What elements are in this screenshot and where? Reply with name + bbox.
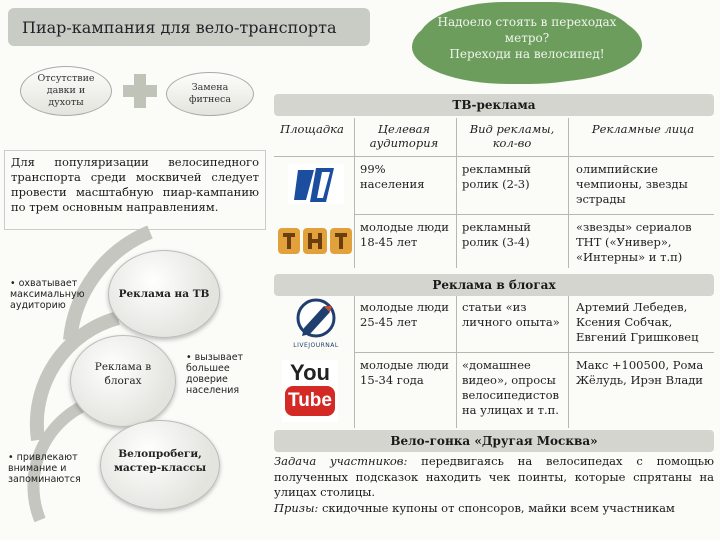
blog-ad-note: • вызывает большее доверие населения — [186, 352, 244, 396]
benefit-oval-no-crowd: Отсутствие давки и духоты — [20, 66, 112, 116]
benefit-oval-no-crowd-label: Отсутствие давки и духоты — [37, 73, 95, 108]
race-task-label: Задача участников: — [274, 454, 408, 468]
description-text: Для популяризации велосипедного транспор… — [4, 150, 266, 230]
tv-row-2-faces: «звезды» сериалов ТНТ («Универ», «Интерн… — [576, 220, 692, 264]
column-header-faces: Рекламные лица — [591, 122, 695, 136]
race-prize-text: скидочные купоны от спонсоров, майки все… — [318, 500, 675, 515]
grid-line — [354, 214, 714, 215]
tv-ad-note: • охватывает максимальную аудиторию — [10, 278, 85, 311]
tv-row-1-audience: 99% населения — [360, 162, 425, 191]
benefit-oval-fitness-label: Замена фитнеса — [189, 82, 231, 105]
tv-ad-circle: Реклама на ТВ — [108, 250, 220, 338]
grid-line — [456, 118, 457, 268]
race-description: Задача участников: передвигаясь на велос… — [274, 454, 714, 534]
grid-line — [456, 296, 457, 428]
blog-row-1-ad-type: статьи «из личного опыта» — [462, 300, 560, 329]
livejournal-logo-text: LIVEJOURNAL — [293, 342, 339, 349]
tv-row-2-audience: молодые люди 18-45 лет — [360, 220, 449, 249]
tv-row-2-ad-type: рекламный ролик (3-4) — [462, 220, 531, 249]
channel-one-logo — [286, 160, 346, 208]
race-section-header: Вело-гонка «Другая Москва» — [274, 430, 714, 452]
youtube-logo: You Tube — [282, 360, 338, 422]
bike-race-circle-label: Велопробеги, мастер-классы — [113, 448, 207, 474]
grid-line — [354, 352, 714, 353]
grid-line — [354, 118, 355, 268]
tv-row-1-ad-type: рекламный ролик (2-3) — [462, 162, 531, 191]
tv-section-header: ТВ-реклама — [274, 94, 714, 116]
bike-race-note: • привлекают внимание и запоминаются — [8, 452, 81, 485]
slogan-line-1: Надоело стоять в переходах — [437, 15, 617, 29]
slogan-line-2: метро? — [504, 31, 550, 45]
blog-row-2-faces: Макс +100500, Рома Жёлудь, Ирэн Влади — [576, 358, 704, 387]
youtube-logo-you: You — [290, 360, 330, 385]
column-header-ad-type: Вид рекламы, кол-во — [469, 122, 555, 150]
column-header-platform: Площадка — [280, 122, 344, 136]
slogan-line-3: Переходи на велосипед! — [449, 47, 605, 61]
page-title: Пиар-кампания для вело-транспорта — [8, 8, 370, 46]
slogan-cloud: Надоело стоять в переходах метро? Перехо… — [418, 2, 636, 80]
plus-icon — [123, 74, 157, 108]
blog-section-header: Реклама в блогах — [274, 274, 714, 296]
blog-ad-circle-label: Реклама в блогах — [94, 361, 152, 387]
youtube-logo-tube: Tube — [285, 386, 335, 416]
column-header-audience: Целевая аудитория — [369, 122, 439, 150]
blog-ad-circle: Реклама в блогах — [70, 335, 176, 427]
livejournal-logo: LIVEJOURNAL — [284, 298, 348, 350]
grid-line — [354, 296, 355, 428]
bike-race-circle: Велопробеги, мастер-классы — [100, 420, 220, 510]
blog-row-2-ad-type: «домашнее видео», опросы велосипедистов … — [462, 358, 560, 417]
tv-row-1-faces: олимпийские чемпионы, звезды эстрады — [576, 162, 688, 206]
race-prize-label: Призы: — [274, 500, 319, 515]
grid-line — [568, 118, 569, 268]
benefit-oval-fitness: Замена фитнеса — [166, 72, 254, 116]
blog-row-1-audience: молодые люди 25-45 лет — [360, 300, 449, 329]
grid-line — [274, 156, 714, 157]
grid-line — [568, 296, 569, 428]
tv-ad-circle-label: Реклама на ТВ — [118, 288, 210, 300]
blog-row-2-audience: молодые люди 15-34 года — [360, 358, 449, 387]
tnt-logo — [278, 226, 352, 256]
blog-row-1-faces: Артемий Лебедев, Ксения Собчак, Евгений … — [576, 300, 699, 344]
race-task-text: передвигаясь на велосипедах с помощью по… — [274, 454, 714, 499]
